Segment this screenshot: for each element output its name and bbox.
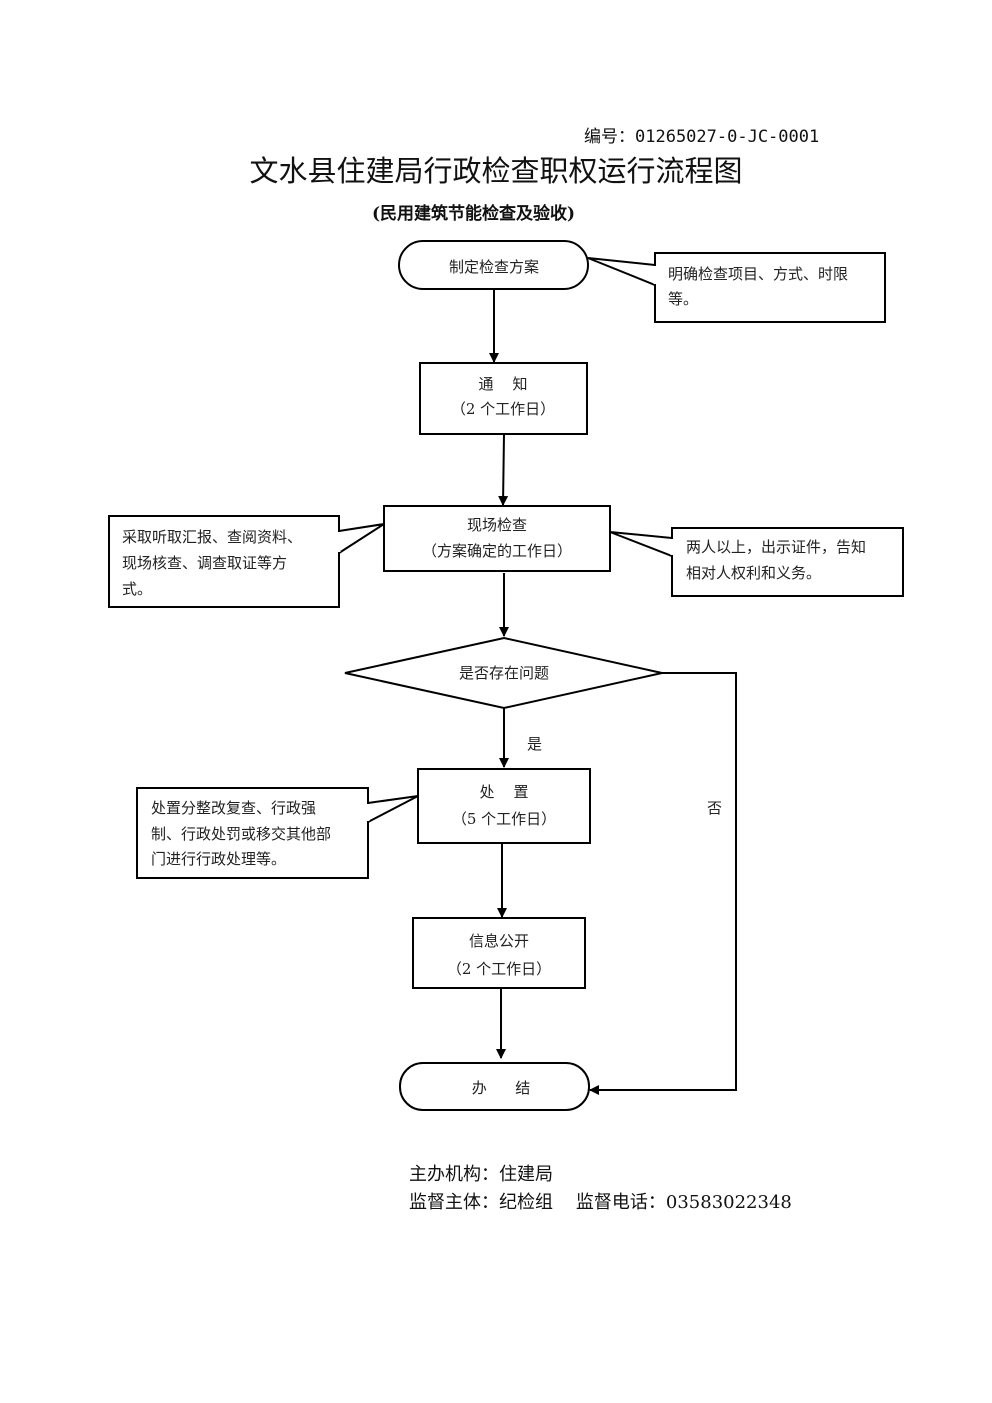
handle-node: 处 置 （5 个工作日） xyxy=(417,768,591,844)
inspect-right-note-pointer xyxy=(609,531,673,558)
page-title: 文水县住建局行政检查职权运行流程图 xyxy=(249,154,743,188)
handle-node-title: 处 置 xyxy=(479,783,528,801)
no-branch-label: 否 xyxy=(707,799,722,817)
page-subtitle: (民用建筑节能检查及验收) xyxy=(372,204,576,224)
inspect-left-note-pointer xyxy=(338,523,385,555)
handle-node-duration: （5 个工作日） xyxy=(452,810,556,828)
plan-note-line-1: 明确检查项目、方式、时限 xyxy=(668,265,848,283)
plan-note-pointer xyxy=(587,257,656,287)
decision-node: 是否存在问题 xyxy=(344,636,663,710)
publish-node: 信息公开 （2 个工作日） xyxy=(412,917,586,989)
inspect-left-note-line-1: 采取听取汇报、查阅资料、 xyxy=(122,528,302,546)
inspect-node: 现场检查 （方案确定的工作日） xyxy=(383,505,611,572)
handle-note-line-3: 门进行行政处理等。 xyxy=(151,850,286,868)
start-node-label: 制定检查方案 xyxy=(449,258,539,276)
publish-node-title: 信息公开 xyxy=(469,932,529,950)
publish-node-duration: （2 个工作日） xyxy=(447,960,551,978)
inspect-node-title: 现场检查 xyxy=(467,516,527,534)
supervision-info: 监督主体：纪检组 监督电话：03583022348 xyxy=(409,1192,792,1213)
handle-note-line-1: 处置分整改复查、行政强 xyxy=(151,799,316,817)
handle-note-line-2: 制、行政处罚或移交其他部 xyxy=(151,825,331,843)
inspect-right-note-line-2: 相对人权利和义务。 xyxy=(686,564,821,582)
end-node: 办 结 xyxy=(399,1062,590,1111)
inspect-left-note-line-3: 式。 xyxy=(122,580,152,598)
yes-branch-label: 是 xyxy=(527,735,542,753)
arrow-decision-no xyxy=(589,672,737,1095)
inspect-node-duration: （方案确定的工作日） xyxy=(422,542,572,560)
notify-node: 通 知 （2 个工作日） xyxy=(419,362,588,435)
decision-node-label: 是否存在问题 xyxy=(459,664,549,682)
inspect-right-note-line-1: 两人以上，出示证件，告知 xyxy=(686,538,866,556)
plan-note-line-2: 等。 xyxy=(668,290,698,308)
document-number: 编号：01265027-0-JC-0001 xyxy=(584,127,820,147)
inspect-left-note: 采取听取汇报、查阅资料、 现场核查、调查取证等方 式。 xyxy=(108,515,385,608)
end-node-label: 办 结 xyxy=(472,1079,531,1097)
handle-note: 处置分整改复查、行政强 制、行政处罚或移交其他部 门进行行政处理等。 xyxy=(136,787,419,879)
organizer-info: 主办机构：住建局 xyxy=(409,1164,553,1185)
handle-note-pointer xyxy=(367,795,419,824)
notify-node-duration: （2 个工作日） xyxy=(451,400,555,418)
plan-note: 明确检查项目、方式、时限 等。 xyxy=(587,252,886,323)
arrow-notify-to-inspect xyxy=(498,433,509,506)
inspect-right-note: 两人以上，出示证件，告知 相对人权利和义务。 xyxy=(609,527,904,597)
inspect-left-note-line-2: 现场核查、调查取证等方 xyxy=(122,554,287,572)
notify-node-title: 通 知 xyxy=(478,375,527,393)
start-node: 制定检查方案 xyxy=(398,240,589,290)
